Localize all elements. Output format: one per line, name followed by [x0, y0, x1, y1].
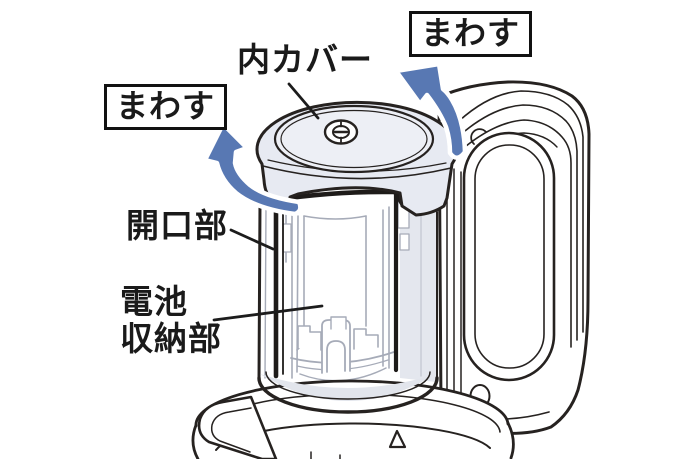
- inner-cover-cap: [255, 100, 459, 217]
- leader-opening: [229, 228, 275, 251]
- rotate-label-left: まわす: [104, 84, 228, 130]
- leader-battery: [212, 304, 324, 322]
- battery-compartment-label: 電池 収納部: [120, 283, 222, 358]
- base: [191, 379, 515, 459]
- battery-compartment: [282, 197, 410, 382]
- latch-tab: [197, 395, 278, 459]
- handle-screw-top-icon: [470, 128, 487, 145]
- battery-label-line1: 電池: [120, 283, 188, 320]
- handle: [437, 80, 591, 435]
- battery-label-line2: 収納部: [120, 319, 222, 357]
- opening-label: 開口部: [126, 207, 228, 244]
- rotate-arrow-left-icon: [202, 121, 303, 217]
- cap-screw-icon: [323, 119, 359, 145]
- inner-cover-label: 内カバー: [237, 41, 373, 78]
- rotation-arrows: [202, 61, 468, 217]
- rotate-label-right: まわす: [409, 11, 533, 57]
- alignment-triangle-icon: [388, 429, 407, 449]
- leader-lines: [212, 82, 324, 322]
- globe-bottom-rim: [257, 371, 439, 414]
- leader-inner-cover: [287, 82, 320, 120]
- rotate-arrow-right-icon: [393, 61, 468, 160]
